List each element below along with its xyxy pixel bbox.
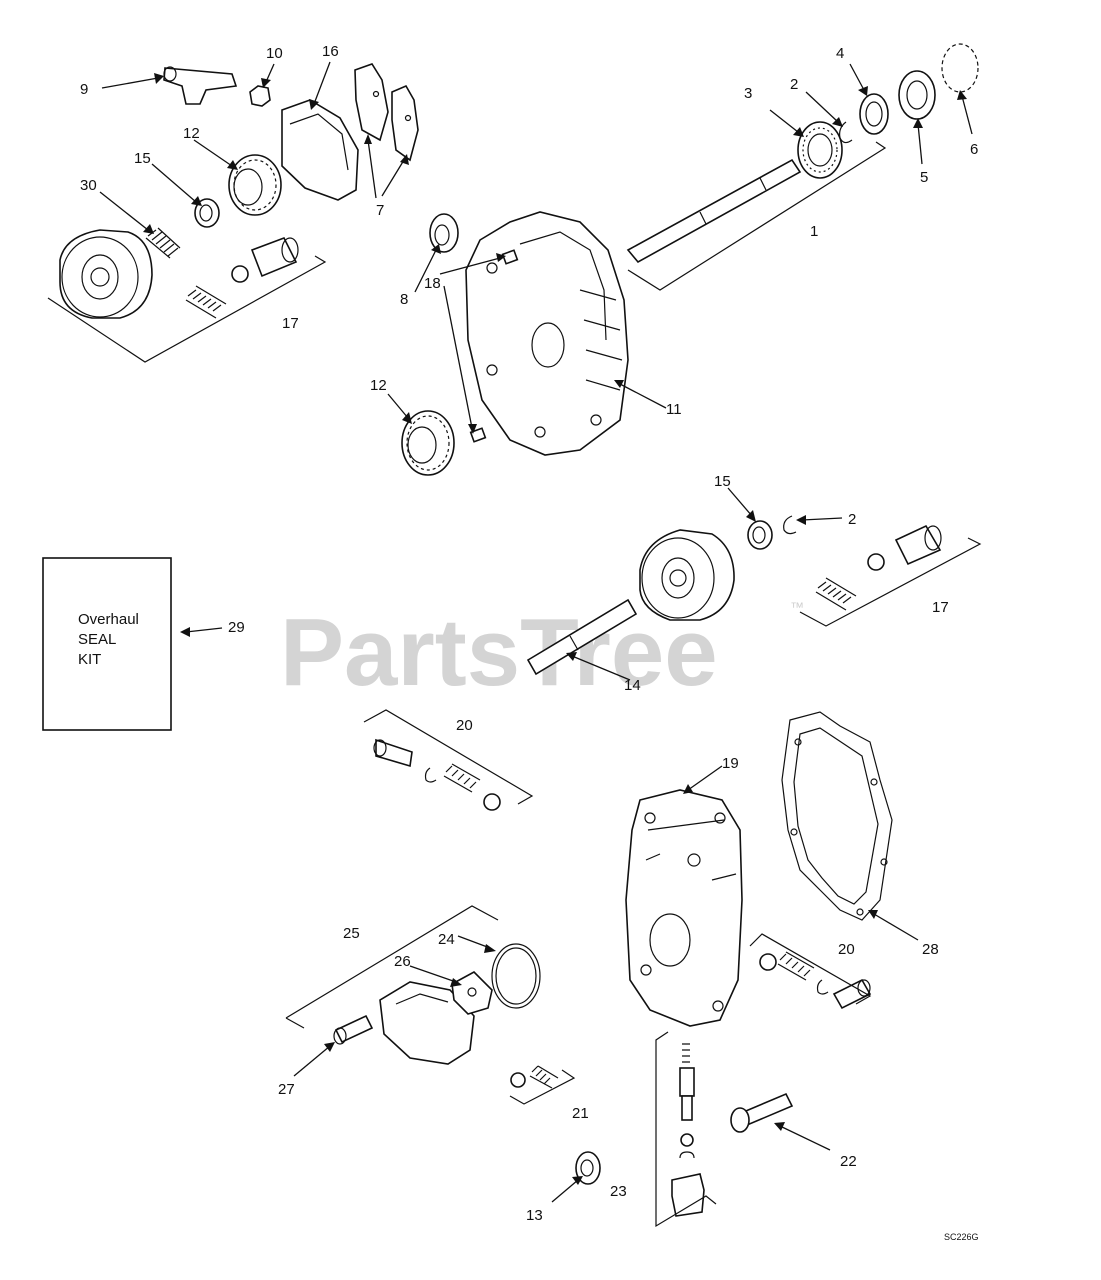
callout-27: 27 [278, 1081, 295, 1098]
part-26-plug [451, 971, 493, 1015]
callout-12-lower: 12 [370, 377, 387, 394]
callout-18: 18 [424, 275, 441, 292]
part-17-check-valve-lower [815, 524, 942, 611]
callout-9: 9 [80, 81, 88, 98]
kit-line-3: KIT [78, 651, 101, 668]
callout-19: 19 [722, 755, 739, 772]
callout-17-upper: 17 [282, 315, 299, 332]
callout-15-upper: 15 [134, 150, 151, 167]
callout-24: 24 [438, 931, 455, 948]
callout-7: 7 [376, 202, 384, 219]
part-25-cover [379, 981, 475, 1065]
callout-4: 4 [836, 45, 844, 62]
kit-line-1: Overhaul [78, 611, 139, 628]
callout-21: 21 [572, 1105, 589, 1122]
bracket-20-left [363, 709, 534, 805]
part-5-seal [898, 70, 936, 120]
callout-11: 11 [666, 401, 682, 418]
part-13-seal [575, 1151, 601, 1185]
part-12-gear-upper [228, 154, 282, 216]
seal-kit-box: Overhaul SEAL KIT [42, 557, 172, 731]
part-18-pins [469, 249, 519, 443]
part-4-washer [859, 93, 889, 135]
bracket-17-upper [47, 255, 327, 363]
callout-20-right: 20 [838, 941, 855, 958]
leader-lines [99, 61, 973, 1203]
callout-14: 14 [624, 677, 641, 694]
part-17-check-valve-upper [185, 236, 299, 319]
callout-13: 13 [526, 1207, 543, 1224]
part-10-nut [249, 85, 271, 107]
part-23-valve-stack [671, 1043, 705, 1217]
callout-22: 22 [840, 1153, 857, 1170]
part-19-center-section [625, 789, 743, 1027]
part-14-shaft [526, 598, 638, 676]
callout-numbers: 9 10 16 12 15 30 7 17 8 18 12 11 1 3 2 4… [80, 43, 978, 1224]
callout-16: 16 [322, 43, 339, 60]
watermark-trademark: ™ [790, 599, 804, 615]
cylinder-block-lower [639, 529, 735, 621]
part-12-gear-lower [401, 410, 455, 476]
callout-26: 26 [394, 953, 411, 970]
bracket-1 [627, 141, 887, 291]
part-15-washer-upper [194, 198, 220, 228]
bracket-25 [285, 905, 499, 1029]
callout-28: 28 [922, 941, 939, 958]
callout-17-lower: 17 [932, 599, 949, 616]
part-15-washer-lower [747, 520, 773, 550]
part-1-shaft [626, 158, 802, 264]
drawing-code: SC226G [944, 1232, 979, 1242]
callout-12-upper: 12 [183, 125, 200, 142]
cylinder-block-upper [59, 229, 153, 319]
part-20-relief-valve-right [759, 951, 872, 1010]
callout-2-upper: 2 [790, 76, 798, 93]
callout-1: 1 [810, 223, 818, 240]
callout-10: 10 [266, 45, 283, 62]
part-3-bearing [797, 121, 843, 179]
callout-3: 3 [744, 85, 752, 102]
part-22-bolt [730, 1092, 794, 1133]
callout-5: 5 [920, 169, 928, 186]
callout-29: 29 [228, 619, 245, 636]
callout-23: 23 [610, 1183, 627, 1200]
bracket-17-lower [799, 537, 982, 627]
part-2-snap-ring-lower [783, 515, 797, 535]
part-8-seal [429, 213, 459, 253]
part-6-retaining-ring [941, 43, 979, 93]
callout-8: 8 [400, 291, 408, 308]
kit-line-2: SEAL [78, 631, 116, 648]
callout-30: 30 [80, 177, 97, 194]
part-11-housing [465, 211, 629, 456]
bracket-20-right [749, 933, 872, 1005]
part-27-screw [333, 1014, 374, 1045]
callout-25: 25 [343, 925, 360, 942]
part-16-swashplate [281, 99, 359, 201]
callout-20-left: 20 [456, 717, 473, 734]
watermark: PartsTree [280, 599, 718, 706]
callout-2-lower: 2 [848, 511, 856, 528]
part-9-lever [163, 66, 238, 105]
bracket-23 [655, 1031, 717, 1228]
part-24-o-ring [491, 943, 541, 1009]
part-28-gasket [781, 711, 893, 921]
part-21-check [510, 1065, 559, 1089]
part-20-relief-valve-left [373, 738, 501, 811]
part-7-bearing-halves [354, 63, 419, 162]
bracket-21 [509, 1069, 576, 1105]
callout-6: 6 [970, 141, 978, 158]
callout-15-lower: 15 [714, 473, 731, 490]
